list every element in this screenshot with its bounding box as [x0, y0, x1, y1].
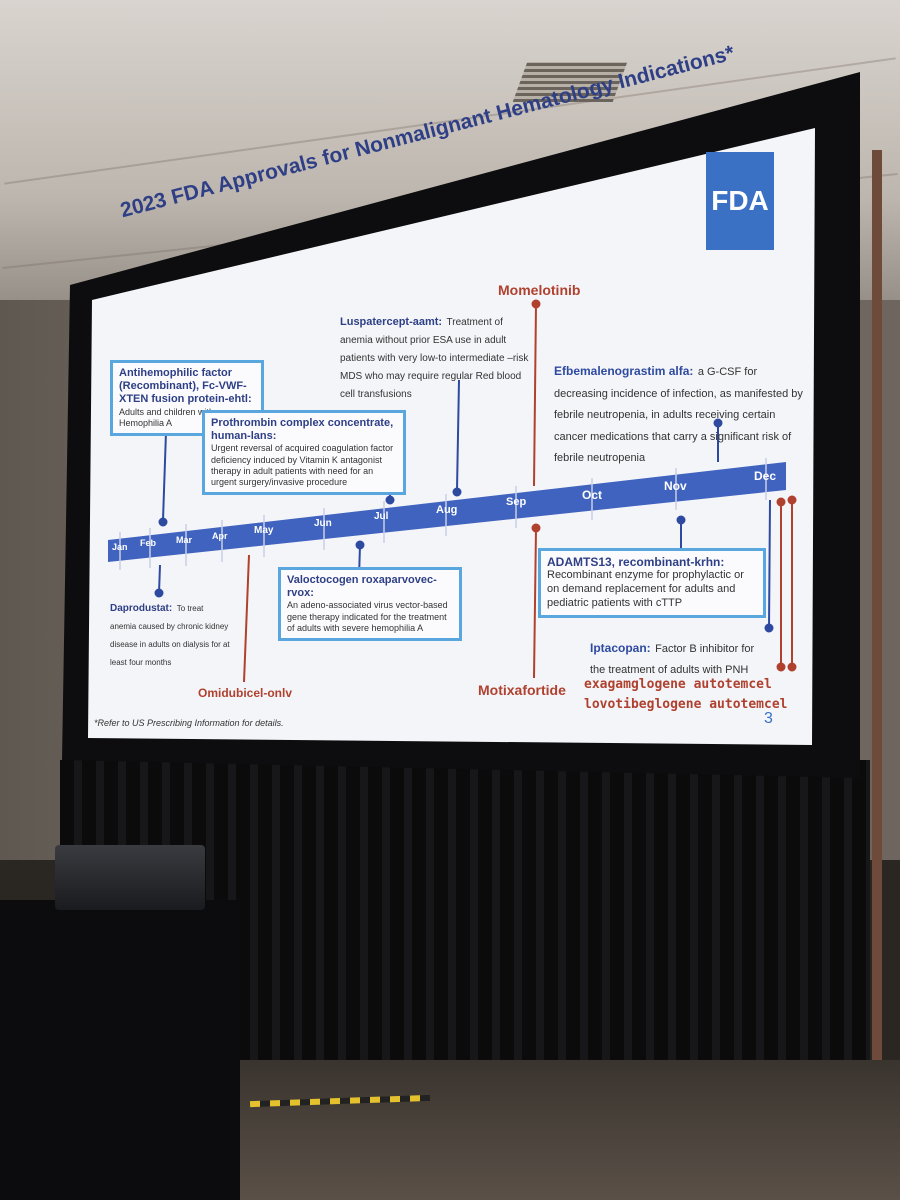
efbemalenograstim-name: Efbemalenograstim alfa: [554, 364, 694, 378]
projector-table [0, 900, 240, 1200]
efbemalenograstim-desc: a G-CSF for decreasing incidence of infe… [554, 366, 803, 465]
luspatercept-entry: Luspatercept-aamt: Treatment of anemia w… [340, 312, 530, 402]
luspatercept-name: Luspatercept-aamt: [340, 316, 443, 328]
iptacopan-entry: Iptacopan: Factor B inhibitor for the tr… [590, 638, 770, 680]
daprodustat-entry: Daprodustat: To treat anemia caused by c… [110, 598, 230, 670]
exagamglogene-label: exagamglogene autotemcel [584, 677, 772, 692]
projector [55, 845, 205, 910]
screen-pole [872, 150, 882, 1170]
iptacopan-name: Iptacopan: [590, 641, 651, 655]
daprodustat-desc: To treat anemia caused by chronic kidney… [110, 604, 230, 667]
luspatercept-desc: Treatment of anemia without prior ESA us… [340, 317, 529, 400]
motixafortide-label: Motixafortide [478, 682, 566, 698]
efbemalenograstim-entry: Efbemalenograstim alfa: a G-CSF for decr… [554, 360, 804, 468]
momelotinib-label: Momelotinib [498, 282, 581, 298]
omidubicel-label: Omidubicel-onlv [198, 686, 293, 700]
iptacopan-desc: Factor B inhibitor for the treatment of … [590, 643, 755, 676]
lovotibeglogene-label: lovotibeglogene autotemcel [584, 697, 788, 712]
daprodustat-name: Daprodustat: [110, 603, 173, 614]
